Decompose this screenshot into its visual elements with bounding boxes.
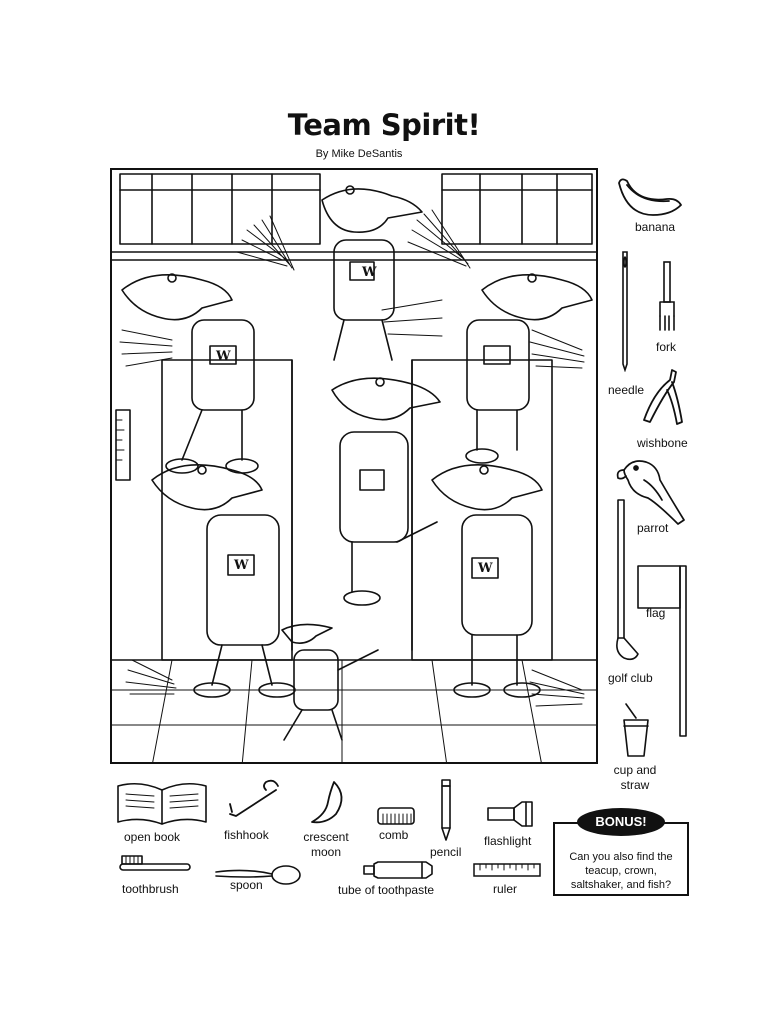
fork-icon — [659, 261, 675, 331]
needle-icon — [622, 251, 628, 372]
item-label: crescent moon — [303, 830, 349, 859]
hidden-picture-scene[interactable]: W W W W — [110, 168, 598, 764]
item-label: spoon — [230, 878, 263, 892]
item-label: wishbone — [637, 436, 688, 450]
gator-cheerleader-right — [465, 273, 593, 464]
gator-cheerleader-center — [331, 377, 441, 606]
item-label: ruler — [493, 882, 518, 896]
fishhook-icon — [229, 779, 279, 817]
small-gator — [281, 623, 379, 741]
spoon-icon — [215, 865, 301, 885]
pencil-icon — [441, 779, 451, 841]
window-row — [119, 173, 593, 245]
page-title: Team Spirit! — [287, 108, 481, 142]
item-label: pencil — [430, 845, 462, 859]
parrot-icon — [616, 460, 685, 525]
ruler-icon — [473, 863, 541, 877]
wishbone-icon — [643, 369, 683, 425]
gator-cheerleader-bottom-left — [151, 464, 296, 698]
sweater-letter: W — [361, 265, 377, 280]
flag-icon — [637, 565, 687, 737]
bonus-badge: BONUS! — [577, 808, 665, 836]
item-label: tube of toothpaste — [338, 883, 435, 897]
item-label: flag — [646, 606, 666, 620]
byline: By Mike DeSantis — [315, 148, 403, 160]
sweater-letter: W — [477, 561, 493, 576]
flashlight-icon — [487, 801, 533, 827]
item-label: toothbrush — [122, 882, 179, 896]
item-label: banana — [635, 220, 676, 234]
golf-club-icon — [616, 499, 639, 661]
item-label: comb — [379, 828, 409, 842]
open-book-icon — [117, 782, 207, 825]
cup-and-straw-icon — [623, 703, 649, 757]
item-label: open book — [124, 830, 181, 844]
sweater-letter: W — [233, 558, 249, 573]
tube-of-toothpaste-icon — [363, 861, 433, 879]
toothbrush-icon — [119, 855, 191, 871]
gator-cheerleader-bottom-right — [431, 464, 543, 698]
pom-poms — [119, 209, 585, 707]
gator-cheerleader-left — [121, 273, 259, 474]
item-label: fork — [656, 340, 677, 354]
crescent-moon-icon — [311, 781, 343, 824]
item-label: cup and straw — [613, 763, 657, 792]
gator-cheerleader-top — [321, 185, 423, 361]
sweater-letter: W — [215, 349, 231, 364]
item-label: golf club — [608, 671, 653, 685]
bonus-text: Can you also find the teacup, crown, sal… — [569, 851, 673, 891]
comb-icon — [377, 807, 415, 825]
item-label: flashlight — [484, 834, 532, 848]
item-label: parrot — [637, 521, 669, 535]
banana-icon — [618, 178, 682, 216]
item-label: fishhook — [224, 828, 269, 842]
item-label: needle — [608, 383, 645, 397]
